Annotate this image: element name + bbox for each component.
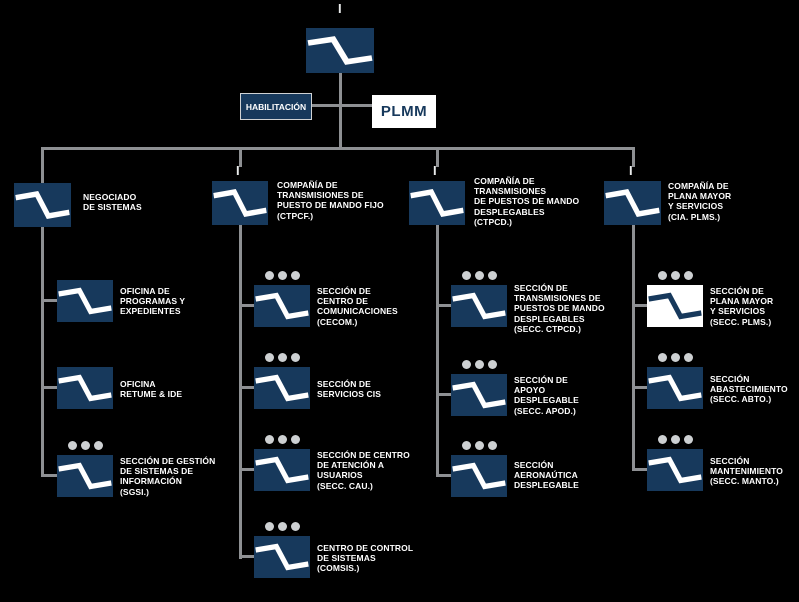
branch-plms-label: COMPAÑÍA DE PLANA MAYOR Y SERVICIOS (CIA…: [668, 181, 732, 222]
spine-1: [41, 227, 44, 477]
unit-label: SECCIÓN MANTENIMIENTO (SECC. MANTO.): [710, 456, 783, 487]
branch-negociado-box: [14, 183, 71, 227]
stub-4-2: [632, 386, 649, 389]
branch-plms-box: [604, 181, 661, 225]
stub-3-3: [436, 474, 453, 477]
section-level-dots-icon: [254, 353, 310, 362]
branch-ctpcd-label: COMPAÑÍA DE TRANSMISIONES DE PUESTOS DE …: [474, 176, 580, 227]
section-level-dots-icon: [647, 435, 703, 444]
plmm-box: PLMM: [372, 95, 436, 128]
section-level-dots-icon: [451, 271, 507, 280]
signals-flash-icon: [57, 367, 113, 409]
signals-flash-icon: [604, 181, 661, 225]
section-level-dots-icon: [451, 360, 507, 369]
stub-2-4: [239, 555, 256, 558]
stub-3-2: [436, 393, 453, 396]
habilitacion-box: HABILITACIÓN: [240, 93, 312, 120]
unit-box-cau: [254, 449, 310, 491]
root-unit-box: [306, 28, 374, 73]
unit-box-secc-ctpcd: [451, 285, 507, 327]
unit-box-abastecimiento: [647, 367, 703, 409]
signals-flash-icon: [306, 28, 374, 73]
connector-staff-horizontal: [312, 104, 374, 107]
unit-box-mantenimiento: [647, 449, 703, 491]
connector-drop-1: [41, 147, 44, 185]
unit-label: OFICINA RETUME & IDE: [120, 379, 183, 400]
connector-root-vertical: [339, 73, 342, 150]
stub-2-1: [239, 304, 256, 307]
connector-drop-3: [436, 147, 439, 167]
battalion-level-marker: I: [338, 1, 342, 16]
signals-flash-icon: [254, 536, 310, 578]
signals-flash-icon: [57, 455, 113, 497]
signals-flash-icon: [212, 181, 268, 225]
stub-3-1: [436, 304, 453, 307]
unit-label: CENTRO DE CONTROL DE SISTEMAS (COMSIS.): [317, 543, 414, 574]
company-level-marker: I: [433, 163, 437, 178]
connector-drop-4: [632, 147, 635, 167]
branch-negociado-label: NEGOCIADO DE SISTEMAS: [83, 192, 142, 213]
company-level-marker: I: [629, 163, 633, 178]
connector-main-horizontal: [41, 147, 635, 150]
unit-box-aeronautica: [451, 455, 507, 497]
section-level-dots-icon: [451, 441, 507, 450]
unit-label: OFICINA DE PROGRAMAS Y EXPEDIENTES: [120, 286, 186, 317]
signals-flash-icon: [451, 455, 507, 497]
unit-label: SECCIÓN DE APOYO DESPLEGABLE (SECC. APOD…: [514, 375, 579, 416]
signals-flash-icon: [451, 374, 507, 416]
company-level-marker: I: [236, 163, 240, 178]
signals-flash-icon: [409, 181, 465, 225]
signals-flash-icon: [57, 280, 113, 322]
branch-ctpcf-box: [212, 181, 268, 225]
signals-flash-icon: [254, 285, 310, 327]
section-level-dots-icon: [254, 271, 310, 280]
unit-label: SECCIÓN ABASTECIMIENTO (SECC. ABTO.): [710, 374, 788, 405]
section-level-dots-icon: [647, 271, 703, 280]
connector-drop-2: [239, 147, 242, 167]
signals-flash-icon: [647, 285, 703, 327]
unit-box-comsis: [254, 536, 310, 578]
signals-flash-icon: [451, 285, 507, 327]
stub-4-3: [632, 468, 649, 471]
stub-1-2: [41, 386, 58, 389]
unit-label: SECCIÓN DE CENTRO DE ATENCIÓN A USUARIOS…: [317, 450, 410, 491]
signals-flash-icon: [254, 449, 310, 491]
signals-flash-icon: [254, 367, 310, 409]
section-level-dots-icon: [254, 435, 310, 444]
signals-flash-icon: [647, 367, 703, 409]
unit-box-cecom: [254, 285, 310, 327]
unit-label: SECCIÓN DE PLANA MAYOR Y SERVICIOS (SECC…: [710, 286, 774, 327]
unit-box-sgsi: [57, 455, 113, 497]
unit-box-secc-plms: [647, 285, 703, 327]
unit-box-oficina-retume: [57, 367, 113, 409]
unit-label: SECCIÓN DE TRANSMISIONES DE PUESTOS DE M…: [514, 283, 605, 334]
stub-1-1: [41, 299, 58, 302]
unit-label: SECCIÓN DE SERVICIOS CIS: [317, 379, 381, 400]
stub-4-1: [632, 304, 649, 307]
section-level-dots-icon: [254, 522, 310, 531]
section-level-dots-icon: [57, 441, 113, 450]
stub-2-3: [239, 468, 256, 471]
spine-2: [239, 225, 242, 559]
signals-flash-icon: [647, 449, 703, 491]
unit-label: SECCIÓN DE CENTRO DE COMUNICACIONES (CEC…: [317, 286, 398, 327]
spine-4: [632, 225, 635, 471]
branch-ctpcf-label: COMPAÑÍA DE TRANSMISIONES DE PUESTO DE M…: [277, 180, 384, 221]
spine-3: [436, 225, 439, 477]
unit-label: SECCIÓN DE GESTIÓN DE SISTEMAS DE INFORM…: [120, 456, 216, 497]
unit-label: SECCIÓN AERONAÚTICA DESPLEGABLE: [514, 460, 579, 491]
signals-flash-icon: [14, 183, 71, 227]
branch-ctpcd-box: [409, 181, 465, 225]
unit-box-servicios-cis: [254, 367, 310, 409]
stub-1-3: [41, 474, 58, 477]
section-level-dots-icon: [647, 353, 703, 362]
stub-2-2: [239, 386, 256, 389]
unit-box-oficina-programas: [57, 280, 113, 322]
unit-box-apoyo-desplegable: [451, 374, 507, 416]
